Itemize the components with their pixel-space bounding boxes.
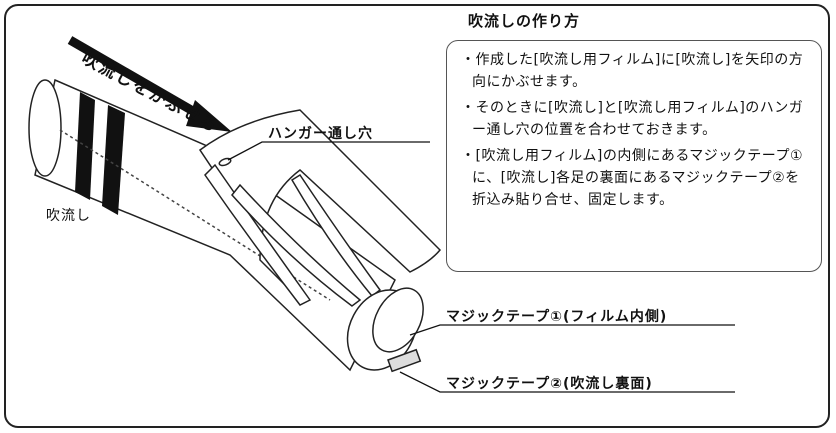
windsock-label: 吹流し bbox=[46, 208, 91, 224]
instruction-item: ・[吹流し用フィルム]の内側にあるマジックテープ①に、[吹流し]各足の裏面にある… bbox=[461, 148, 804, 208]
page-title: 吹流しの作り方 bbox=[468, 12, 581, 30]
hanger-hole-label: ハンガー通し穴 bbox=[268, 126, 373, 142]
instruction-item: ・作成した[吹流し用フィルム]に[吹流し]を矢印の方向にかぶせます。 bbox=[461, 52, 804, 90]
leader-lines bbox=[227, 141, 735, 393]
direction-arrow bbox=[67, 36, 232, 132]
instruction-item: ・そのときに[吹流し]と[吹流し用フィルム]のハンガー通し穴の位置を合わせておき… bbox=[461, 100, 804, 138]
velcro2-label: マジックテープ②(吹流し裏面) bbox=[446, 376, 653, 392]
velcro1-label: マジックテープ①(フィルム内側) bbox=[446, 309, 668, 325]
diagram-frame bbox=[4, 4, 830, 428]
instructions-box: ・作成した[吹流し用フィルム]に[吹流し]を矢印の方向にかぶせます。 ・そのとき… bbox=[446, 40, 822, 272]
film-and-streamers bbox=[198, 109, 442, 373]
